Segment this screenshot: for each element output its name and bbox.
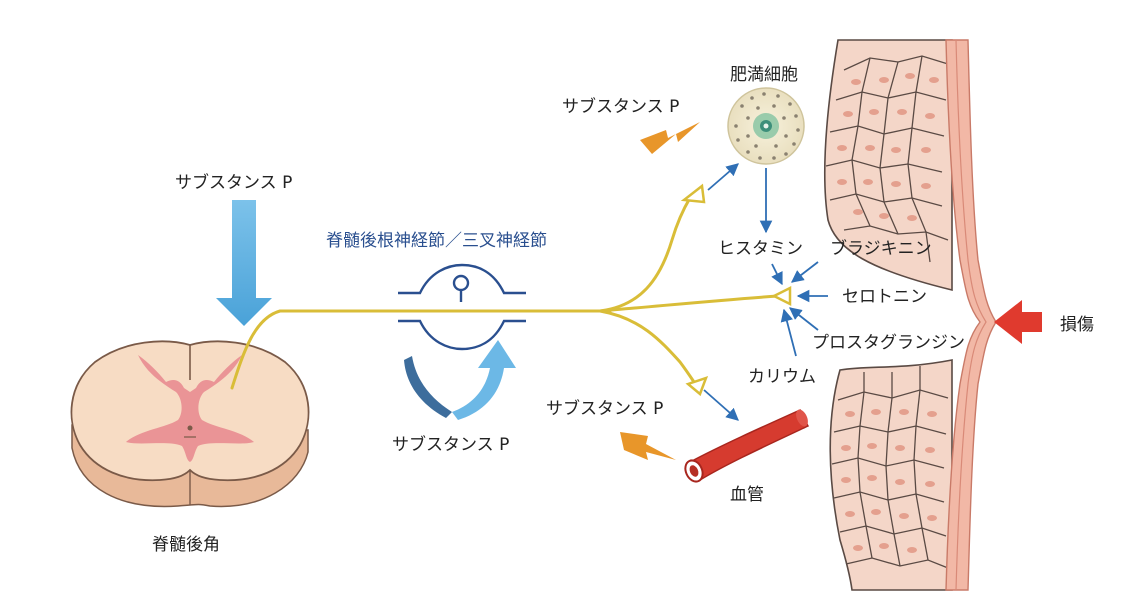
ganglion-label: 脊髄後根神経節／三叉神経節 <box>326 231 547 251</box>
arrow-icon <box>789 307 819 331</box>
substance-p-down-arrow <box>216 200 272 326</box>
spinal-cord <box>70 340 310 508</box>
blood-vessel <box>684 409 810 483</box>
dorsal-horn-label: 脊髄後角 <box>152 535 220 555</box>
mast-cell-label: 肥満細胞 <box>730 65 798 85</box>
prostaglandin-label: プロスタグランジン <box>812 333 965 353</box>
nerve-ending-mast <box>680 183 706 204</box>
epidermis <box>945 39 997 591</box>
arrow-icon <box>703 389 739 421</box>
lightning-bolt-icon <box>640 122 700 154</box>
histamine-label: ヒスタミン <box>718 239 803 259</box>
arrow-icon <box>707 163 739 191</box>
arrow-icon <box>780 308 797 357</box>
nerve-ending-mediators <box>771 285 792 307</box>
injury-label: 損傷 <box>1060 315 1094 335</box>
injury-arrow <box>994 300 1042 344</box>
potassium-label: カリウム <box>748 367 816 387</box>
substance-p-mast-label: サブスタンス P <box>562 96 679 117</box>
mast-cell <box>727 87 805 165</box>
lightning-bolt-icon <box>620 432 676 460</box>
arrow-icon <box>771 263 783 286</box>
skin-tissue <box>823 39 997 591</box>
arrow-icon <box>791 261 819 283</box>
substance-p-bottom-label: サブスタンス P <box>392 434 509 455</box>
ganglion <box>398 263 526 351</box>
gray-matter <box>126 355 254 462</box>
bradykinin-label: ブラジキニン <box>830 238 932 259</box>
nerve-ending-vessel <box>685 375 709 397</box>
serotonin-label: セロトニン <box>842 287 927 307</box>
substance-p-dark-curved-arrow <box>404 356 452 418</box>
substance-p-top-label: サブスタンス P <box>175 172 292 193</box>
substance-p-vessel-label: サブスタンス P <box>546 398 663 419</box>
blood-vessel-label: 血管 <box>730 485 764 505</box>
substance-p-light-curved-arrow <box>452 340 516 420</box>
mediator-arrows <box>703 163 828 421</box>
nerve-fiber <box>230 196 780 390</box>
